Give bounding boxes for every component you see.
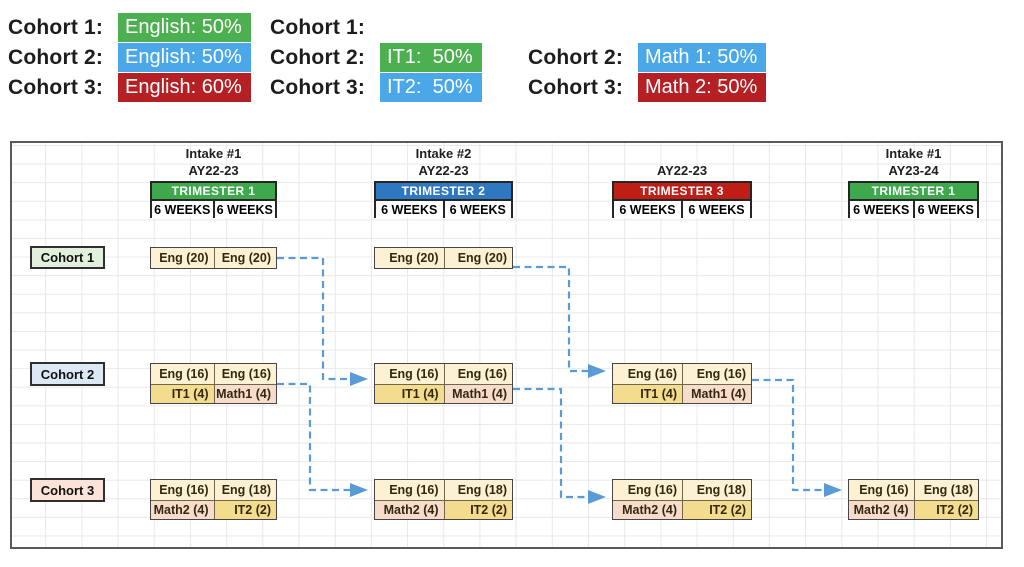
week-cell: 6 WEEKS [212,201,275,218]
course-cell: IT2 (2) [213,499,276,519]
legend-value-highlight: Math 2: 50% [638,73,767,102]
academic-year-label: AY22-23 [656,163,708,178]
legend-cohort-label: Cohort 3: [8,75,104,99]
course-cell: Eng (18) [443,480,512,500]
course-cell: Eng (16) [151,364,214,384]
course-cell: Eng (16) [375,364,444,384]
course-cell: IT2 (2) [682,499,751,519]
week-cell: 6 WEEKS [681,201,750,218]
intake-label: Intake #1 [185,146,242,161]
course-cell: Math1 (4) [682,383,751,403]
course-cell: Eng (18) [682,480,751,500]
legend-value-highlight: Math 1: 50% [638,43,767,72]
legend-cohort-label: Cohort 1: [8,15,104,39]
course-cell: Math2 (4) [613,499,682,519]
course-block-cohort3-trimester3: Eng (16) Eng (18) Math2 (4) IT2 (2) [612,479,752,520]
legend-row: Cohort 1: English: 50% [8,13,251,42]
course-cell: Eng (16) [375,480,444,500]
course-cell: Math2 (4) [849,499,914,519]
course-cell: Math2 (4) [375,499,444,519]
course-cell: Math2 (4) [151,499,214,519]
legend-value-highlight: English: 50% [118,13,251,42]
weeks-row: 6 WEEKS 6 WEEKS [614,201,750,218]
course-cell: Eng (20) [375,248,444,268]
legend-cohort-label: Cohort 3: [528,75,624,99]
legend-value-highlight: IT1: 50% [380,43,482,72]
course-block-cohort3-trimester1: Eng (16) Eng (18) Math2 (4) IT2 (2) [150,479,277,520]
legend-cohort-label: Cohort 1: [270,15,366,39]
course-cell: Eng (20) [151,248,214,268]
weeks-row: 6 WEEKS 6 WEEKS [152,201,275,218]
trimester-header: TRIMESTER 2 6 WEEKS 6 WEEKS [374,181,513,218]
weeks-row: 6 WEEKS 6 WEEKS [850,201,977,218]
course-block-cohort3-trimester4: Eng (16) Eng (18) Math2 (4) IT2 (2) [848,479,979,520]
course-cell: Eng (18) [913,480,978,500]
course-cell: IT1 (4) [151,383,214,403]
cohort-2-label: Cohort 2 [30,362,105,386]
course-block-cohort3-trimester2: Eng (16) Eng (18) Math2 (4) IT2 (2) [374,479,513,520]
course-cell: Eng (16) [213,364,276,384]
legend-cohort-label: Cohort 2: [270,45,366,69]
course-cell: IT1 (4) [613,383,682,403]
legend-row: Cohort 3: English: 60% [8,73,251,102]
legend-row: Cohort 2: Math 1: 50% [528,43,767,72]
course-block-cohort2-trimester1: Eng (16) Eng (16) IT1 (4) Math1 (4) [150,363,277,404]
weeks-row: 6 WEEKS 6 WEEKS [376,201,511,218]
legend-row: Cohort 3: IT2: 50% [270,73,482,102]
legend-value-highlight: IT2: 50% [380,73,482,102]
course-cell: Math1 (4) [213,383,276,403]
cohort-3-label: Cohort 3 [30,478,105,502]
course-cell: Eng (16) [613,480,682,500]
week-cell: 6 WEEKS [850,201,913,218]
academic-year-label: AY23-24 [888,163,939,178]
week-cell: 6 WEEKS [442,201,511,218]
course-cell: Eng (16) [613,364,682,384]
trimester-header: TRIMESTER 3 6 WEEKS 6 WEEKS [612,181,752,218]
week-cell: 6 WEEKS [152,201,213,218]
legend-cohort-label: Cohort 3: [270,75,366,99]
course-cell: Eng (16) [682,364,751,384]
course-cell: Eng (16) [849,480,914,500]
week-cell: 6 WEEKS [912,201,977,218]
legend-row: Cohort 3: Math 2: 50% [528,73,767,102]
intake-label: Intake #1 [885,146,942,161]
course-cell: IT2 (2) [443,499,512,519]
course-cell: Eng (20) [213,248,276,268]
legend-value [380,25,396,30]
trimester-title-bar: TRIMESTER 1 [850,183,977,201]
course-cell: Eng (20) [443,248,512,268]
course-cell: Eng (18) [213,480,276,500]
trimester-title-bar: TRIMESTER 3 [614,183,750,201]
course-block-cohort2-trimester3: Eng (16) Eng (16) IT1 (4) Math1 (4) [612,363,752,404]
legend-value-highlight: English: 60% [118,73,251,102]
legend-row: Cohort 2: IT1: 50% [270,43,482,72]
trimester-title-bar: TRIMESTER 1 [152,183,275,201]
trimester-header: TRIMESTER 1 6 WEEKS 6 WEEKS [848,181,979,218]
academic-year-label: AY22-23 [188,163,239,178]
course-block-cohort1-trimester2: Eng (20) Eng (20) [374,247,513,269]
course-block-cohort1-trimester1: Eng (20) Eng (20) [150,247,277,269]
legend-row: Cohort 2: English: 50% [8,43,251,72]
course-cell: IT1 (4) [375,383,444,403]
course-cell: Eng (16) [151,480,214,500]
legend-value-highlight: English: 50% [118,43,251,72]
intake-label: Intake #2 [415,146,472,161]
course-cell: IT2 (2) [913,499,978,519]
course-block-cohort2-trimester2: Eng (16) Eng (16) IT1 (4) Math1 (4) [374,363,513,404]
week-cell: 6 WEEKS [376,201,443,218]
legend-cohort-label: Cohort 2: [8,45,104,69]
course-cell: Math1 (4) [443,383,512,403]
trimester-header: TRIMESTER 1 6 WEEKS 6 WEEKS [150,181,277,218]
week-cell: 6 WEEKS [614,201,681,218]
legend-row: Cohort 1: [270,13,396,42]
course-cell: Eng (16) [443,364,512,384]
legend-cohort-label: Cohort 2: [528,45,624,69]
trimester-title-bar: TRIMESTER 2 [376,183,511,201]
cohort-1-label: Cohort 1 [30,246,105,269]
academic-year-label: AY22-23 [418,163,469,178]
